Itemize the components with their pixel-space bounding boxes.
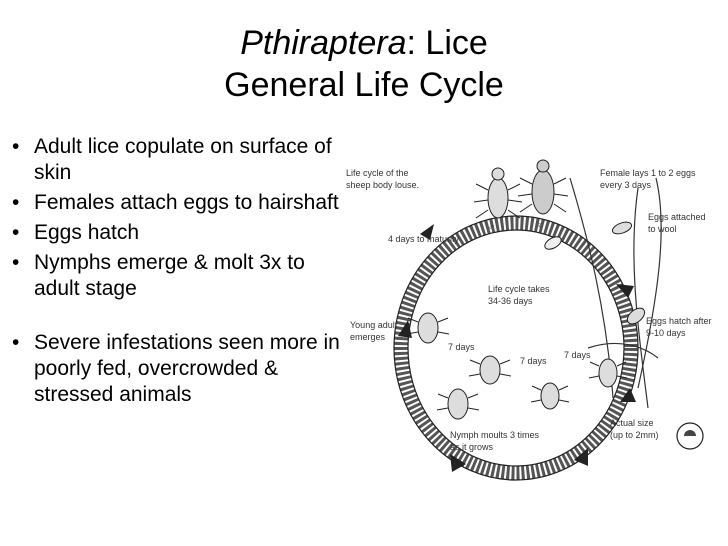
arrow-icon <box>420 224 434 240</box>
bullet-dot-icon: • <box>12 251 20 274</box>
nymph-icon <box>530 382 570 410</box>
bullet-text: Eggs hatch <box>34 221 140 244</box>
arrow-icon <box>616 284 634 298</box>
cycle-takes-line-2: 34-36 days <box>488 296 533 306</box>
seven-days-label: 7 days <box>448 342 475 352</box>
bullet-text: Severe infestations seen more in poorly … <box>34 331 340 406</box>
egg-icon <box>611 221 633 235</box>
arrow-icon <box>620 388 636 402</box>
life-cycle-svg: ♂ ♀ <box>346 159 712 481</box>
female-symbol: ♀ <box>536 220 543 230</box>
egg-icon <box>544 236 562 250</box>
female-lays-line-2: every 3 days <box>600 180 652 190</box>
bullet-dot-icon: • <box>12 221 20 244</box>
louse-adult-male-icon <box>473 167 523 219</box>
eggs-attached-line-2: to wool <box>648 224 677 234</box>
title-italic: Pthiraptera <box>240 24 407 62</box>
eggs-attached-line-1: Eggs attached <box>648 212 706 222</box>
male-symbol: ♂ <box>488 222 495 232</box>
cycle-takes-line-1: Life cycle takes <box>488 284 550 294</box>
eggs-hatch-line-2: 9-10 days <box>646 328 686 338</box>
bullet-text: Nymphs emerge & molt 3x to adult stage <box>34 251 305 300</box>
bullet-list: •Adult lice copulate on surface of skin … <box>10 134 355 412</box>
nymph-icon <box>436 388 480 420</box>
cycle-ring <box>393 215 639 481</box>
bullet-text: Adult lice copulate on surface of skin <box>34 135 332 184</box>
nymph-moults-line-1: Nymph moults 3 times <box>450 430 540 440</box>
young-adult-line-1: Young adult <box>350 320 398 330</box>
actual-size-line-1: Actual size <box>610 418 654 428</box>
title-rest: : Lice <box>406 24 488 62</box>
young-adult-line-2: emerges <box>350 332 386 342</box>
title-line-2: General Life Cycle <box>224 66 504 104</box>
actual-size-icon <box>676 422 704 450</box>
nymph-icon <box>468 355 512 385</box>
bullet-item: • Females attach eggs to hairshaft <box>10 190 355 216</box>
arrow-icon <box>450 454 466 472</box>
arrow-icon <box>574 448 588 466</box>
slide-title: Pthiraptera: Lice General Life Cycle <box>100 22 628 106</box>
nymph-icon <box>588 358 628 388</box>
bullet-text: Females attach eggs to hairshaft <box>34 191 339 214</box>
life-cycle-diagram: ♂ ♀ <box>338 148 716 538</box>
seven-days-label: 7 days <box>564 350 591 360</box>
bullet-item: • Adult lice copulate on surface of skin <box>10 134 355 186</box>
bullet-dot-icon: • <box>12 191 20 214</box>
caption-line-1: Life cycle of the <box>346 168 409 178</box>
bullet-item: • Eggs hatch <box>10 220 355 246</box>
bullet-item: • Severe infestations seen more in poorly… <box>10 330 355 408</box>
nymph-moults-line-2: as it grows <box>450 442 494 452</box>
female-lays-line-1: Female lays 1 to 2 eggs <box>600 168 696 178</box>
egg-icon <box>626 307 646 325</box>
title-line-1: Pthiraptera: Lice <box>100 22 628 64</box>
nymph-icon <box>406 312 450 344</box>
louse-adult-female-icon <box>517 159 569 215</box>
bullet-item: • Nymphs emerge & molt 3x to adult stage <box>10 250 355 302</box>
caption-line-2: sheep body louse. <box>346 180 419 190</box>
bullet-dot-icon: • <box>12 135 20 158</box>
actual-size-line-2: (up to 2mm) <box>610 430 659 440</box>
eggs-hatch-line-1: Eggs hatch after <box>646 316 712 326</box>
bullet-dot-icon: • <box>12 331 20 354</box>
days-to-maturity-label: 4 days to maturity <box>388 234 460 244</box>
seven-days-label: 7 days <box>520 356 547 366</box>
